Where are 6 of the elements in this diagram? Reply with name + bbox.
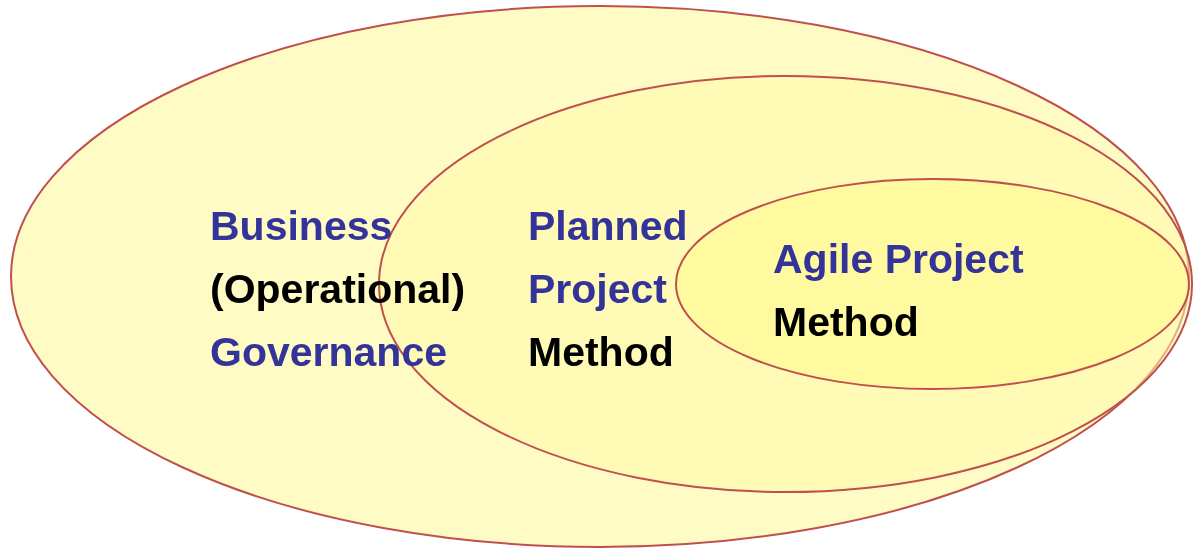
- ellipse: [10, 5, 1190, 548]
- ellipse-label: Business: [210, 202, 394, 251]
- ellipse-label: Method: [528, 328, 675, 377]
- ellipse-label: Agile Project: [773, 235, 1025, 284]
- ellipse-label: Method: [773, 298, 920, 347]
- ellipse-label: Planned Project: [528, 202, 689, 314]
